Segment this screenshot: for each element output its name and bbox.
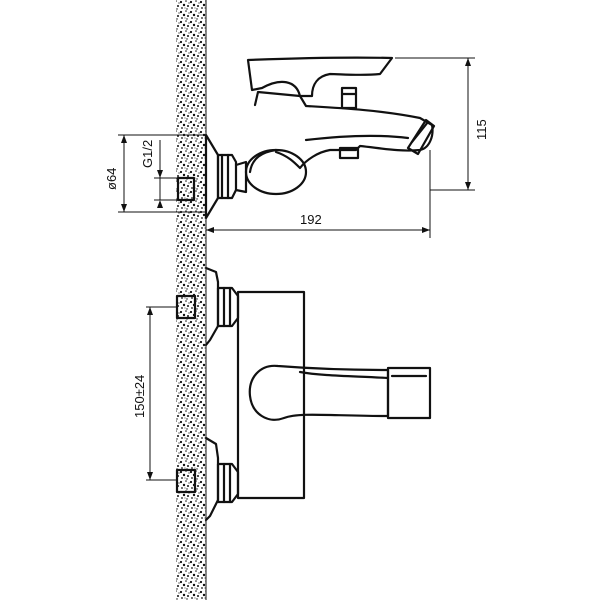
dim-height: 115 — [395, 57, 489, 191]
spout-tip — [406, 118, 436, 156]
centers-label: 150±24 — [132, 375, 147, 418]
diameter-label: ø64 — [104, 168, 119, 190]
handle-knob — [244, 148, 308, 196]
upper-nut — [216, 286, 240, 328]
upper-flange — [204, 266, 220, 347]
lever-handle — [246, 56, 394, 98]
lower-flange — [204, 436, 220, 522]
aerator-bottom — [338, 146, 360, 160]
inlet-nipple — [176, 176, 196, 202]
lower-nut — [216, 462, 240, 504]
front-view — [175, 266, 432, 522]
side-view — [176, 56, 436, 220]
dim-thread: G1/2 — [140, 140, 178, 208]
thread-label: G1/2 — [140, 140, 155, 168]
wall-flange — [204, 133, 220, 220]
lower-inlet — [175, 468, 197, 494]
diverter-button — [340, 86, 358, 110]
front-spout — [248, 364, 390, 421]
front-spout-outlet — [386, 366, 432, 420]
dim-centers: 150±24 — [132, 306, 178, 481]
height-label: 115 — [474, 119, 489, 140]
mixer-body — [236, 290, 306, 500]
wall-section — [176, 0, 207, 600]
dim-diameter: ø64 — [104, 134, 206, 213]
projection-label: 192 — [300, 212, 322, 227]
faucet-body — [253, 90, 434, 170]
dim-projection: 192 — [206, 150, 431, 238]
